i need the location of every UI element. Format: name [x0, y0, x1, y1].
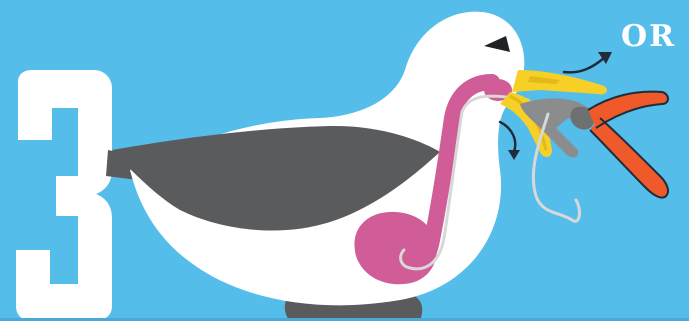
- curved-arrow-down-icon: [500, 122, 520, 160]
- pliers-handle-lower: [590, 118, 668, 198]
- curved-arrow-up-right-icon: [564, 52, 612, 72]
- bird-upper-beak: [512, 70, 607, 94]
